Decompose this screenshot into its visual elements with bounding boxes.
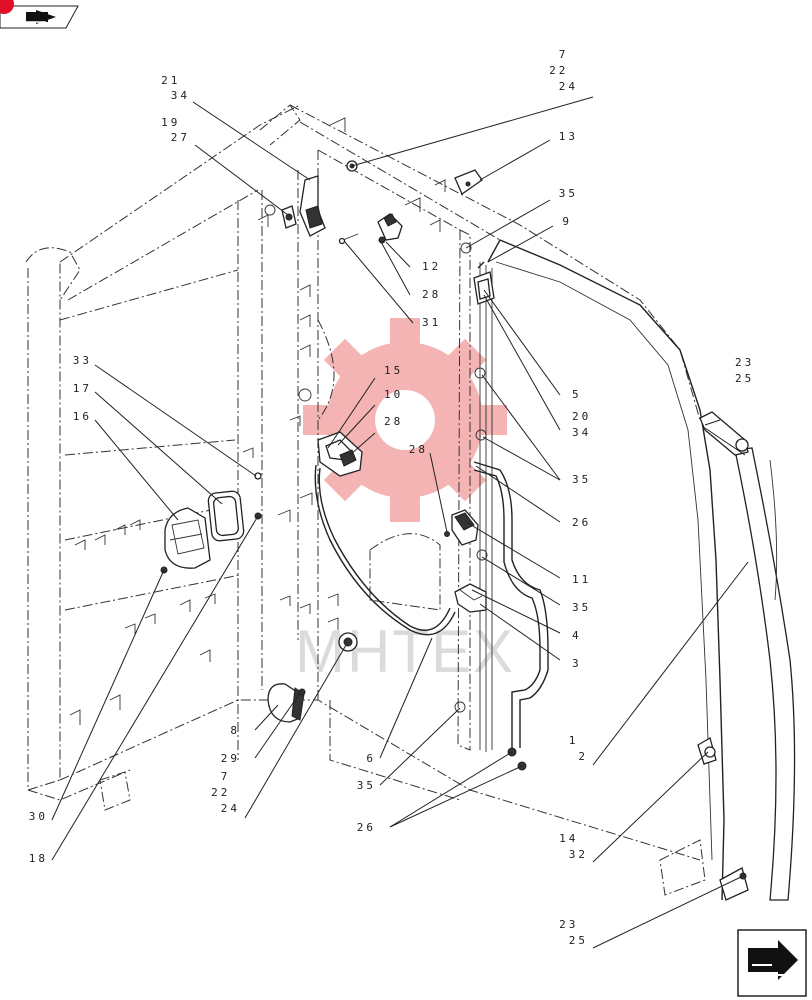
- label-7-22-24-bottom: 7 22 24: [211, 770, 240, 815]
- part-lamp: [267, 683, 305, 723]
- label-6: 6: [366, 752, 376, 765]
- part-glass-rail: [734, 447, 796, 901]
- label-5: 5: [572, 388, 582, 401]
- label-35-b: 35: [572, 473, 591, 486]
- label-21-34: 21 34: [161, 74, 190, 102]
- label-10: 10: [384, 388, 403, 401]
- part-clip: [281, 205, 297, 229]
- part-light-bracket: [317, 431, 363, 477]
- label-13: 13: [559, 130, 578, 143]
- part-latch: [454, 583, 487, 613]
- part-14-32: [697, 737, 717, 765]
- part-cable: [314, 464, 456, 636]
- window-frame: [477, 239, 725, 901]
- label-16: 16: [73, 410, 92, 423]
- label-28-b: 28: [384, 415, 403, 428]
- label-31: 31: [422, 316, 441, 329]
- label-35-a: 35: [559, 187, 578, 200]
- part-bracket-bottom: [719, 867, 749, 901]
- label-26-b: 26: [357, 821, 376, 834]
- label-4: 4: [572, 629, 582, 642]
- label-28-c: 28: [409, 443, 428, 456]
- label-23-25-top: 23 25: [735, 356, 764, 385]
- label-8: 8: [230, 724, 240, 737]
- part-screw-33: [254, 472, 262, 480]
- back-navigation-tab[interactable]: [0, 0, 79, 29]
- label-26-a: 26: [572, 516, 591, 529]
- part-screw-29: [298, 688, 306, 696]
- label-35-c: 35: [572, 601, 591, 614]
- next-page-button[interactable]: [737, 929, 807, 997]
- label-9: 9: [562, 215, 572, 228]
- label-1-2: 1 2: [569, 734, 588, 763]
- leader-lines: [51, 96, 749, 949]
- watermark-text: MHTEX: [295, 618, 515, 685]
- watermark: MHTEX: [295, 318, 515, 685]
- label-28-a: 28: [422, 288, 441, 301]
- part-handle: [451, 509, 479, 546]
- red-corner-marker: [0, 0, 14, 14]
- part-bracket-top: [699, 411, 749, 456]
- watermark-gear-icon: [303, 318, 507, 522]
- panel-features: [69, 117, 446, 725]
- part-post-bracket: [299, 175, 326, 237]
- part-screw-31: [338, 233, 359, 245]
- part-tube: [473, 461, 549, 771]
- label-18: 18: [29, 852, 48, 865]
- label-7-22-24-top: 7 22 24: [549, 48, 578, 93]
- label-19-27: 19 27: [161, 116, 190, 144]
- part-grommet: [338, 632, 358, 652]
- next-page-arrow-icon: [748, 940, 798, 980]
- part-work-lamp: [164, 507, 211, 569]
- part-plate-13: [454, 169, 483, 195]
- label-35-d: 35: [357, 779, 376, 792]
- part-switch: [377, 213, 403, 244]
- label-33: 33: [73, 354, 92, 367]
- callout-labels: 7 22 24 13 35 9 21 34 19 27 12 28 31: [29, 48, 764, 947]
- label-11: 11: [572, 573, 591, 586]
- book-arrow-icon: [26, 10, 56, 24]
- label-14-32: 14 32: [559, 832, 588, 861]
- label-3: 3: [572, 657, 582, 670]
- label-29: 29: [221, 752, 240, 765]
- part-gasket: [207, 490, 245, 542]
- label-30: 30: [29, 810, 48, 823]
- label-23-25-bottom: 23 25: [559, 918, 588, 947]
- label-12: 12: [422, 260, 441, 273]
- cab-frame: [25, 104, 706, 896]
- label-20-34: 20 34: [572, 410, 601, 439]
- label-15: 15: [384, 364, 403, 377]
- part-screw-28: [444, 531, 450, 537]
- label-17: 17: [73, 382, 92, 395]
